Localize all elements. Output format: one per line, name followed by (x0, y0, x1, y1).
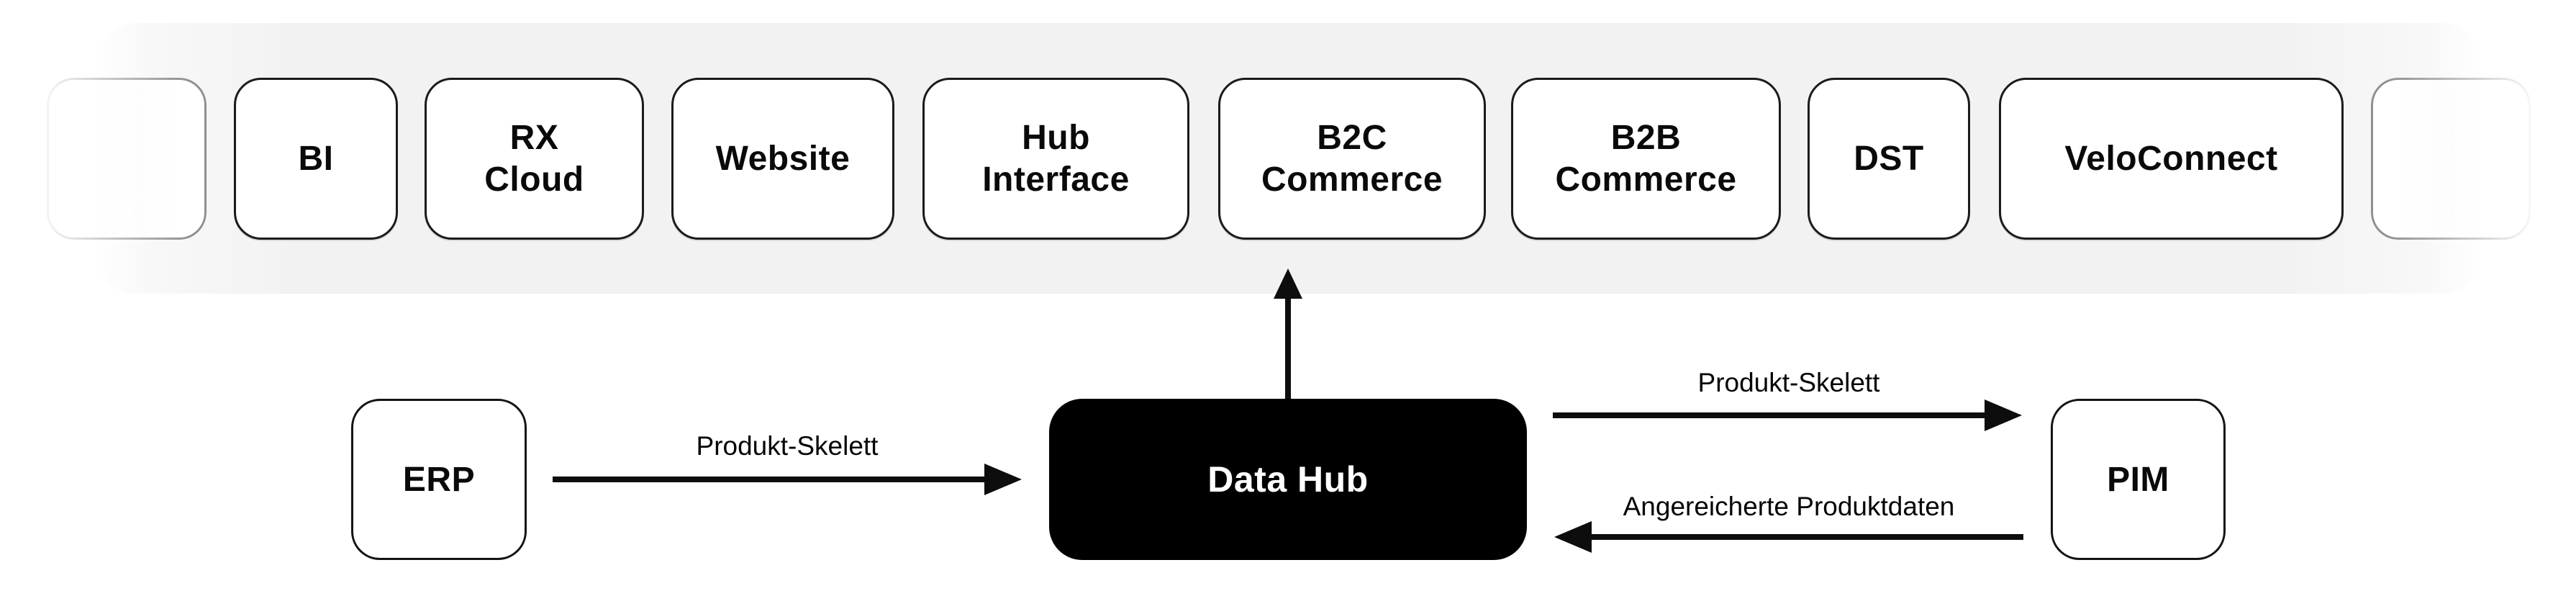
arrow-datahub-to-channels-head-icon (1274, 268, 1302, 299)
node-b2c-commerce-label-line1: B2C (1317, 118, 1387, 157)
node-hub-interface: Hub Interface (922, 78, 1189, 240)
node-website-label: Website (715, 139, 851, 178)
arrow-datahub-to-pim-line (1553, 412, 1985, 418)
node-rx-cloud-label-line1: RX (509, 118, 559, 157)
node-bi: BI (234, 78, 398, 240)
node-erp: ERP (351, 399, 527, 560)
node-bi-label: BI (298, 139, 334, 178)
node-b2c-commerce: B2C Commerce (1218, 78, 1486, 240)
node-pim-label: PIM (2107, 460, 2169, 499)
node-data-hub-label: Data Hub (1207, 459, 1369, 500)
node-ghost-right (2371, 78, 2531, 240)
arrow-pim-to-datahub-head-icon (1554, 521, 1592, 553)
node-b2c-commerce-label-line2: Commerce (1261, 160, 1443, 199)
arrow-datahub-to-channels-line (1285, 297, 1291, 399)
node-b2b-commerce: B2B Commerce (1511, 78, 1781, 240)
node-data-hub: Data Hub (1049, 399, 1527, 560)
edge-label-erp-to-datahub: Produkt-Skelett (696, 431, 879, 461)
node-dst-label: DST (1854, 139, 1924, 178)
node-ghost-left (47, 78, 207, 240)
arrow-erp-to-datahub-head-icon (984, 464, 1022, 495)
node-website: Website (671, 78, 894, 240)
node-pim: PIM (2051, 399, 2226, 560)
arrow-pim-to-datahub-line (1592, 534, 2023, 540)
node-b2b-commerce-label-line1: B2B (1610, 118, 1682, 157)
node-dst: DST (1808, 78, 1970, 240)
edge-label-datahub-to-pim: Produkt-Skelett (1697, 368, 1880, 397)
node-erp-label: ERP (402, 460, 476, 499)
node-b2b-commerce-label-line2: Commerce (1555, 160, 1737, 199)
node-rx-cloud: RX Cloud (425, 78, 644, 240)
node-veloconnect-label: VeloConnect (2064, 139, 2278, 178)
arrow-datahub-to-pim-head-icon (1985, 399, 2022, 431)
node-veloconnect: VeloConnect (1999, 78, 2344, 240)
node-hub-interface-label-line1: Hub (1022, 118, 1090, 157)
node-hub-interface-label-line2: Interface (982, 160, 1130, 199)
arrow-erp-to-datahub-line (553, 477, 984, 482)
edge-label-pim-to-datahub: Angereicherte Produktdaten (1623, 492, 1955, 521)
node-rx-cloud-label-line2: Cloud (484, 160, 584, 199)
